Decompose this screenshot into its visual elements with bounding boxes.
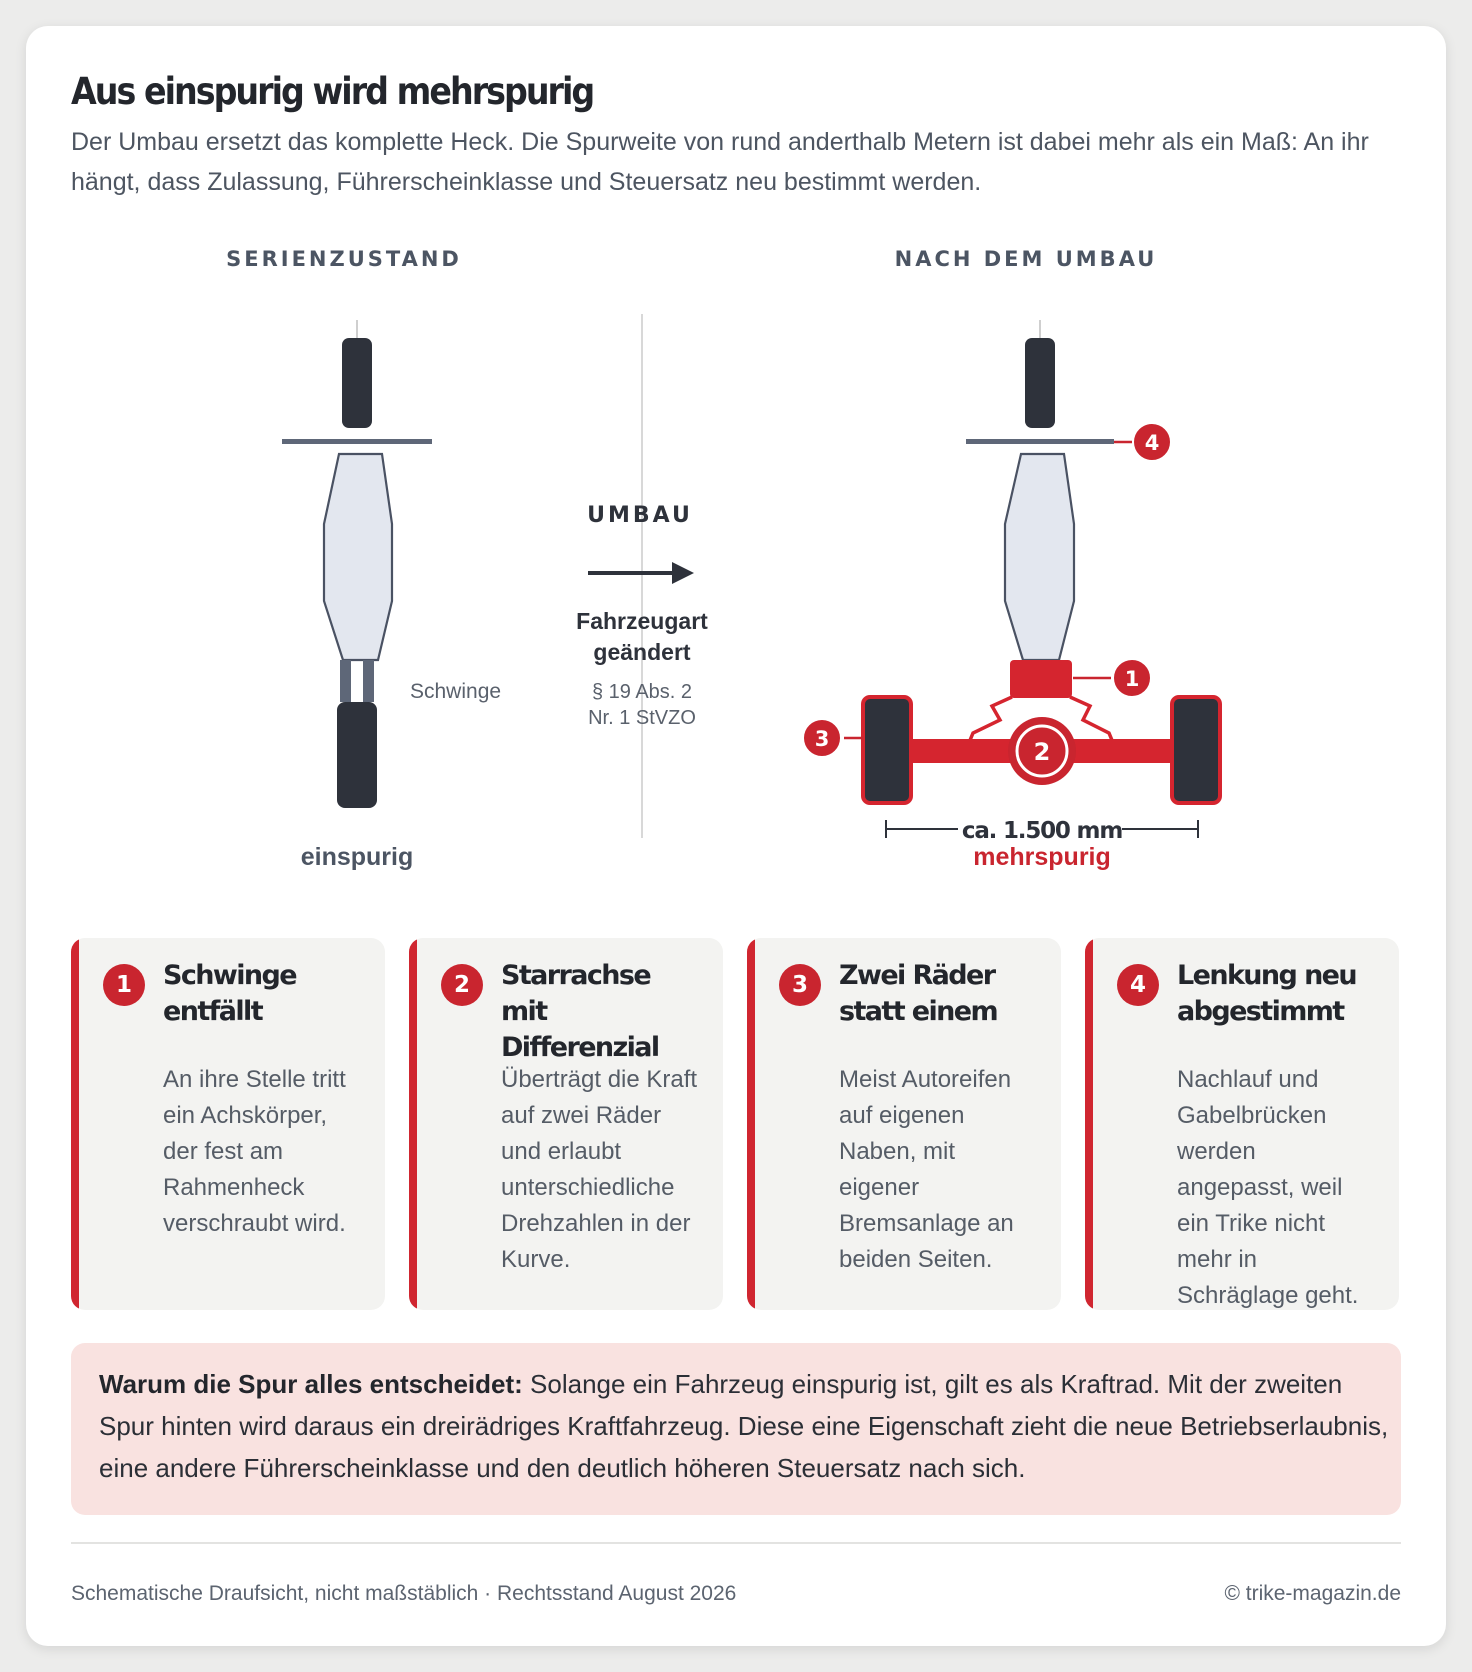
callout-text: An ihre Stelle tritt ein Achskörper, der… bbox=[163, 1066, 346, 1237]
motorcycle-single-track: Schwinge einspurig bbox=[282, 320, 501, 871]
infographic-card: Aus einspurig wird mehrspurig Der Umbau … bbox=[26, 26, 1446, 1646]
explanation-note: Warum die Spur alles entscheidet: Solang… bbox=[71, 1343, 1401, 1515]
callout-title: Starrachse mit Differenzial bbox=[501, 960, 660, 1063]
rear-wheel bbox=[337, 702, 377, 808]
conversion-arrow-group: UMBAU Fahrzeugart geändert § 19 Abs. 2 N… bbox=[576, 503, 708, 729]
callout-card-4: 4 Lenkung neu abgestimmt Nachlauf und Ga… bbox=[1085, 938, 1399, 1310]
rear-wheel-right bbox=[1170, 695, 1222, 805]
change-line-1: Fahrzeugart bbox=[576, 608, 708, 634]
marker-4: 4 bbox=[1132, 422, 1172, 462]
right-caption: mehrspurig bbox=[973, 843, 1111, 871]
footer-note: Schematische Draufsicht, nicht maßstäbli… bbox=[71, 1582, 737, 1605]
law-line-2: Nr. 1 StVZO bbox=[588, 707, 696, 729]
footer-divider bbox=[71, 1542, 1401, 1544]
strut-right bbox=[1069, 695, 1118, 751]
right-heading: NACH DEM UMBAU bbox=[895, 247, 1158, 271]
trike-handlebar bbox=[966, 439, 1114, 444]
callout-title: Schwinge entfällt bbox=[163, 960, 298, 1027]
track-width-label: ca. 1.500 mm bbox=[962, 818, 1122, 844]
note-lead: Warum die Spur alles entscheidet: bbox=[99, 1369, 523, 1399]
callout-card-3: 3 Zwei Räder statt einem Meist Autoreife… bbox=[747, 938, 1061, 1310]
callout-accent-bar bbox=[1085, 938, 1093, 1310]
front-wheel bbox=[342, 338, 372, 428]
callout-accent-bar bbox=[747, 938, 755, 1310]
callout-accent-bar bbox=[71, 938, 79, 1310]
arrow-head-icon bbox=[672, 562, 694, 584]
callout-text: Meist Autoreifen auf eigenen Naben, mit … bbox=[839, 1066, 1014, 1273]
trike-front-wheel bbox=[1025, 338, 1055, 428]
trike-frame-body bbox=[1003, 452, 1076, 662]
callout-text: Nachlauf und Gabelbrücken werden angepas… bbox=[1177, 1066, 1359, 1309]
note-text: Solange ein Fahrzeug einspurig ist, gilt… bbox=[99, 1369, 1389, 1483]
svg-text:1: 1 bbox=[1125, 667, 1140, 691]
left-caption: einspurig bbox=[301, 843, 414, 871]
callout-number-badge: 2 bbox=[441, 964, 483, 1006]
page-subtitle: Der Umbau ersetzt das komplette Heck. Di… bbox=[71, 128, 1369, 196]
callout-card-2: 2 Starrachse mit Differenzial Überträgt … bbox=[409, 938, 723, 1310]
change-line-2: geändert bbox=[593, 639, 690, 665]
callout-text: Überträgt die Kraft auf zwei Räder und e… bbox=[501, 1066, 698, 1273]
swingarm-left bbox=[340, 660, 351, 702]
swingarm-right bbox=[363, 660, 374, 702]
callout-number-badge: 3 bbox=[779, 964, 821, 1006]
callout-accent-bar bbox=[409, 938, 417, 1310]
callout-number-badge: 4 bbox=[1117, 964, 1159, 1006]
arrow-label: UMBAU bbox=[587, 503, 693, 528]
svg-text:4: 4 bbox=[1145, 431, 1160, 455]
callout-list: 1 Schwinge entfällt An ihre Stelle tritt… bbox=[71, 938, 1401, 1310]
page-title: Aus einspurig wird mehrspurig bbox=[71, 70, 595, 113]
rear-wheel-left bbox=[861, 695, 913, 805]
svg-text:3: 3 bbox=[815, 727, 830, 751]
callout-title: Lenkung neu abgestimmt bbox=[1177, 960, 1358, 1027]
left-heading: SERIENZUSTAND bbox=[226, 247, 462, 271]
strut-left bbox=[964, 695, 1013, 751]
swingarm-label: Schwinge bbox=[410, 680, 501, 703]
law-line-1: § 19 Abs. 2 bbox=[592, 681, 692, 703]
footer-copyright: © trike-magazin.de bbox=[1224, 1582, 1401, 1605]
trike-multi-track: 2 ca. 1.500 mm mehrspurig bbox=[844, 320, 1222, 871]
marker-2-label: 2 bbox=[1034, 738, 1051, 766]
callout-card-1: 1 Schwinge entfällt An ihre Stelle tritt… bbox=[71, 938, 385, 1310]
marker-1: 1 bbox=[1112, 658, 1152, 698]
conversion-diagram: SERIENZUSTAND NACH DEM UMBAU Schwinge ei… bbox=[226, 247, 1222, 871]
frame-body bbox=[322, 452, 394, 662]
callout-number-badge: 1 bbox=[103, 964, 145, 1006]
axle-mount bbox=[1010, 660, 1072, 698]
marker-3: 3 bbox=[802, 718, 842, 758]
handlebar bbox=[282, 439, 432, 444]
callout-title: Zwei Räder statt einem bbox=[839, 960, 999, 1027]
note-paragraph: Warum die Spur alles entscheidet: Solang… bbox=[99, 1363, 1389, 1489]
